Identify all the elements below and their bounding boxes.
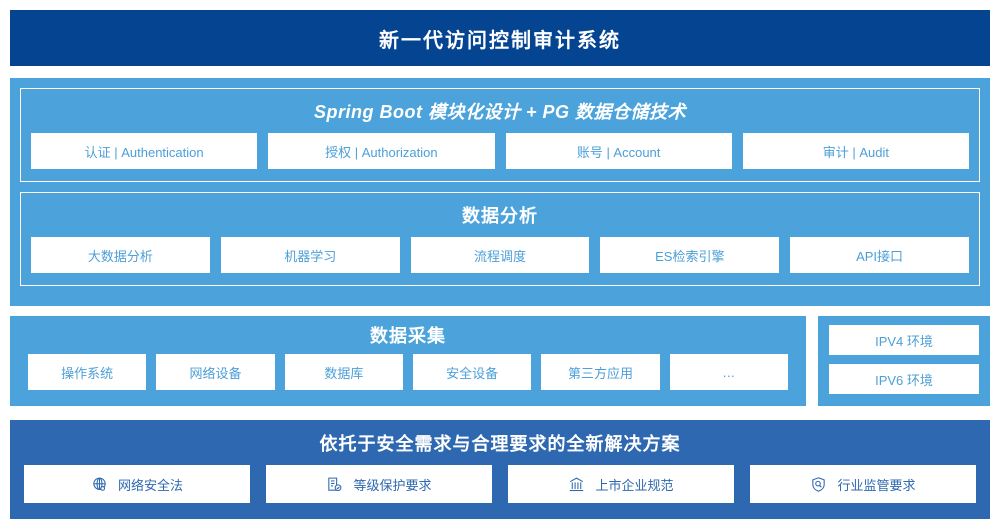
card-api-interface[interactable]: API接口 (790, 237, 969, 273)
collection-row: 数据采集 操作系统 网络设备 数据库 安全设备 第三方应用 … IPV4 环境 … (10, 316, 990, 406)
card-big-data-analysis[interactable]: 大数据分析 (31, 237, 210, 273)
card-security-device[interactable]: 安全设备 (412, 354, 532, 390)
bottom-panel: 依托于安全需求与合理要求的全新解决方案 网络安全法 (10, 420, 990, 519)
card-listed-company-standard[interactable]: 上市企业规范 (508, 465, 734, 503)
page-header: 新一代访问控制审计系统 (10, 10, 990, 66)
card-machine-learning[interactable]: 机器学习 (220, 237, 400, 273)
card-classified-protection[interactable]: 等级保护要求 (266, 465, 492, 503)
document-check-icon (326, 476, 343, 493)
card-ipv6-environment[interactable]: IPV6 环境 (829, 364, 979, 394)
upper-panel: Spring Boot 模块化设计 + PG 数据仓储技术 认证 | Authe… (10, 78, 990, 306)
group-title-data-collection: 数据采集 (370, 326, 446, 346)
card-audit[interactable]: 审计 | Audit (742, 133, 969, 169)
card-cybersecurity-law[interactable]: 网络安全法 (24, 465, 250, 503)
data-collection-card-row: 操作系统 网络设备 数据库 安全设备 第三方应用 … (28, 354, 788, 390)
spring-boot-card-row: 认证 | Authentication 授权 | Authorization 账… (31, 133, 969, 169)
card-third-party-app[interactable]: 第三方应用 (541, 354, 660, 390)
bank-icon (568, 476, 585, 493)
data-collection-panel: 数据采集 操作系统 网络设备 数据库 安全设备 第三方应用 … (10, 316, 806, 406)
ip-environment-panel: IPV4 环境 IPV6 环境 (818, 316, 990, 406)
group-data-analysis: 数据分析 大数据分析 机器学习 流程调度 ES检索引擎 API接口 (20, 192, 980, 286)
shield-search-icon (810, 476, 827, 493)
card-account[interactable]: 账号 | Account (505, 133, 732, 169)
group-title-data-analysis: 数据分析 (462, 206, 538, 226)
card-es-search-engine[interactable]: ES检索引擎 (600, 237, 780, 273)
group-title-spring-boot: Spring Boot 模块化设计 + PG 数据仓储技术 (313, 102, 686, 122)
card-network-device[interactable]: 网络设备 (156, 354, 275, 390)
card-database[interactable]: 数据库 (284, 354, 403, 390)
card-label: 等级保护要求 (353, 477, 432, 493)
group-title-solution: 依托于安全需求与合理要求的全新解决方案 (319, 434, 681, 454)
card-authentication[interactable]: 认证 | Authentication (31, 133, 258, 169)
card-more-ellipsis[interactable]: … (669, 354, 788, 390)
group-spring-boot: Spring Boot 模块化设计 + PG 数据仓储技术 认证 | Authe… (20, 88, 980, 182)
card-label: 网络安全法 (117, 477, 183, 493)
card-industry-regulation[interactable]: 行业监管要求 (750, 465, 976, 503)
card-label: 行业监管要求 (837, 477, 916, 493)
globe-icon (91, 476, 108, 493)
card-operating-system[interactable]: 操作系统 (28, 354, 147, 390)
data-analysis-card-row: 大数据分析 机器学习 流程调度 ES检索引擎 API接口 (31, 237, 969, 273)
page-title: 新一代访问控制审计系统 (379, 29, 621, 52)
compliance-card-row: 网络安全法 等级保护要求 (24, 465, 976, 503)
card-process-scheduling[interactable]: 流程调度 (410, 237, 590, 273)
card-label: 上市企业规范 (595, 477, 674, 493)
card-authorization[interactable]: 授权 | Authorization (268, 133, 495, 169)
card-ipv4-environment[interactable]: IPV4 环境 (829, 325, 979, 355)
